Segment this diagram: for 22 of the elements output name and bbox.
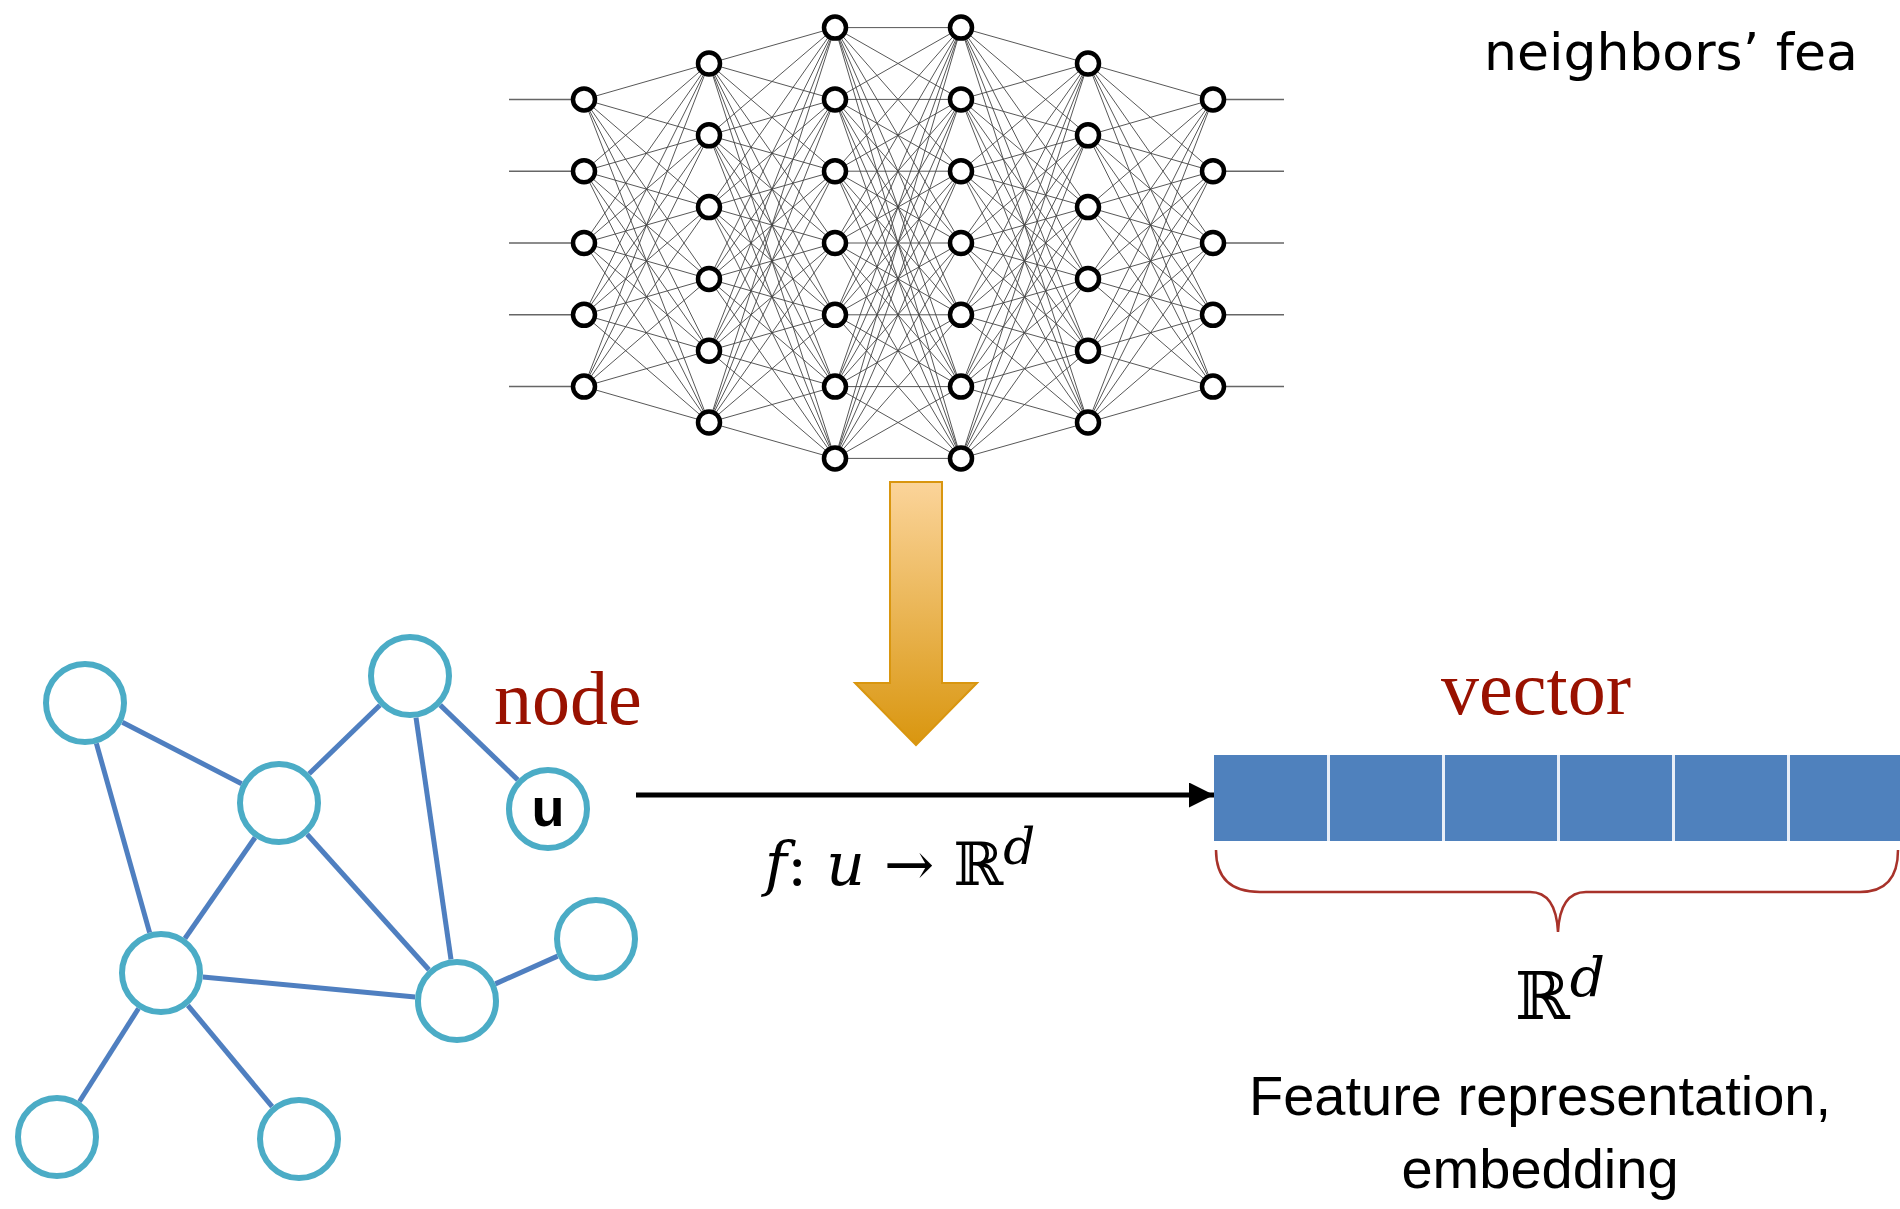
graph-node-circle xyxy=(368,634,452,718)
graph-edge xyxy=(185,1003,275,1109)
graph-node-circle xyxy=(237,761,321,845)
embedding-vector-bar xyxy=(1214,755,1900,841)
graph-edge xyxy=(307,703,382,776)
node-label: node xyxy=(494,660,642,736)
graph-edge xyxy=(182,836,258,940)
space-label: ℝ$^{d}$ xyxy=(1514,945,1606,1035)
graph-edge xyxy=(121,720,243,786)
target-node-circle: u xyxy=(506,767,590,851)
block-arrow xyxy=(852,481,980,747)
graph-edge xyxy=(413,717,454,960)
heading-text: neighbors’ fea xyxy=(1484,22,1858,82)
arrow xyxy=(636,782,1214,808)
graph-edge xyxy=(494,953,559,987)
graph-edge xyxy=(77,1007,141,1103)
caption-text: Feature representation, embedding xyxy=(1247,1063,1833,1202)
graph-edge xyxy=(305,832,431,972)
graph-edge xyxy=(438,703,520,782)
graph-edge xyxy=(93,742,153,934)
graph-edge xyxy=(202,974,416,1000)
vector-label: vector xyxy=(1441,650,1631,726)
